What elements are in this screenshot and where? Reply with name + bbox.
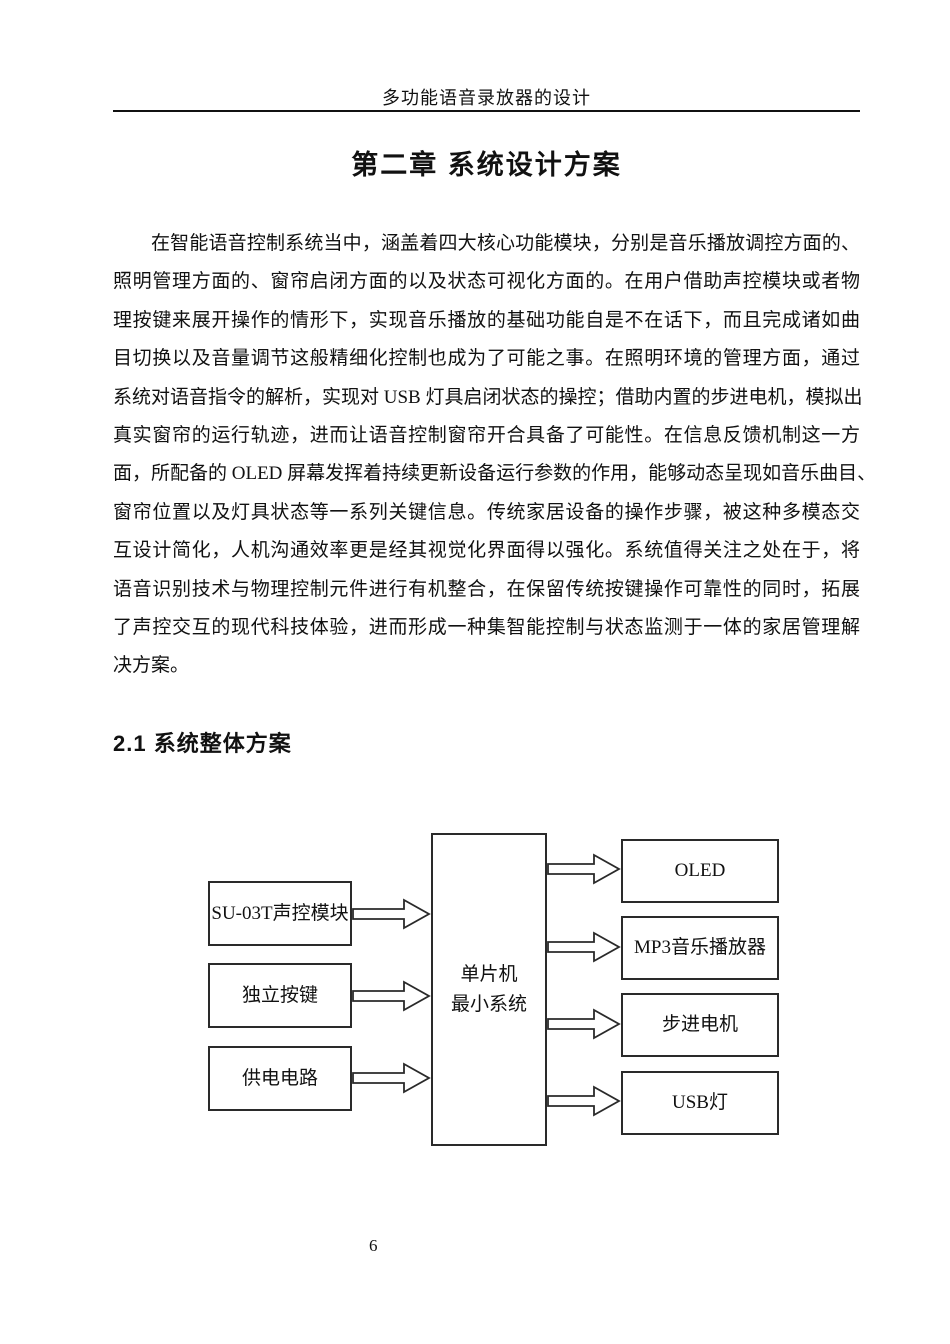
block-arrow-right-icon xyxy=(547,1085,621,1117)
block-arrow-right-icon xyxy=(352,1062,431,1094)
mcu-label-line2: 最小系统 xyxy=(450,993,527,1015)
paragraph-line: 在智能语音控制系统当中，涵盖着四大核心功能模块，分别是音乐播放调控方面的、 xyxy=(151,233,860,254)
block-arrow-right-icon xyxy=(547,853,621,885)
diagram-box-usb-light: USB灯 xyxy=(621,1071,779,1135)
diagram-box-stepper-motor: 步进电机 xyxy=(621,993,779,1057)
section-heading: 2.1 系统整体方案 xyxy=(113,731,292,756)
paragraph-line: 窗帘位置以及灯具状态等一系列关键信息。传统家居设备的操作步骤，被这种多模态交 xyxy=(113,501,860,523)
paragraph-line: 理按键来展开操作的情形下，实现音乐播放的基础功能自是不在话下，而且完成诸如曲 xyxy=(113,309,860,331)
running-header-title: 多功能语音录放器的设计 xyxy=(382,88,591,108)
paragraph-line: 目切换以及音量调节这般精细化控制也成为了可能之事。在照明环境的管理方面，通过 xyxy=(113,348,860,370)
header-rule-line xyxy=(113,110,860,112)
diagram-box-independent-buttons: 独立按键 xyxy=(208,963,352,1028)
block-arrow-right-icon xyxy=(547,1008,621,1040)
diagram-box-mp3-player: MP3音乐播放器 xyxy=(621,916,779,980)
paragraph-line: 系统对语音指令的解析，实现对 USB 灯具启闭状态的操控；借助内置的步进电机，模… xyxy=(113,386,863,408)
diagram-box-power-circuit: 供电电路 xyxy=(208,1046,352,1111)
diagram-box-voice-module: SU-03T声控模块 xyxy=(208,881,352,946)
paragraph-line: 面，所配备的 OLED 屏幕发挥着持续更新设备运行参数的作用，能够动态呈现如音乐… xyxy=(113,463,877,485)
paragraph-line: 真实窗帘的运行轨迹，进而让语音控制窗帘开合具备了可能性。在信息反馈机制这一方 xyxy=(113,424,860,446)
paragraph-line: 互设计简化，人机沟通效率更是经其视觉化界面得以强化。系统值得关注之处在于，将 xyxy=(113,540,860,562)
paragraph-line: 了声控交互的现代科技体验，进而形成一种集智能控制与状态监测于一体的家居管理解 xyxy=(113,616,860,638)
paragraph-line: 决方案。 xyxy=(113,655,190,677)
body-paragraph: 在智能语音控制系统当中，涵盖着四大核心功能模块，分别是音乐播放调控方面的、 照明… xyxy=(113,225,877,686)
page-number: 6 xyxy=(369,1236,378,1255)
paragraph-line: 照明管理方面的、窗帘启闭方面的以及状态可视化方面的。在用户借助声控模块或者物 xyxy=(113,271,860,293)
paragraph-line: 语音识别技术与物理控制元件进行有机整合，在保留传统按键操作可靠性的同时，拓展 xyxy=(113,578,860,600)
diagram-box-oled: OLED xyxy=(621,839,779,903)
block-arrow-right-icon xyxy=(547,931,621,963)
block-arrow-right-icon xyxy=(352,980,431,1012)
mcu-label: 单片机 最小系统 xyxy=(451,960,527,1019)
mcu-label-line1: 单片机 xyxy=(460,964,518,986)
chapter-title: 第二章 系统设计方案 xyxy=(351,150,622,180)
diagram-box-mcu-minimum-system: 单片机 最小系统 xyxy=(431,833,547,1146)
block-arrow-right-icon xyxy=(352,898,431,930)
